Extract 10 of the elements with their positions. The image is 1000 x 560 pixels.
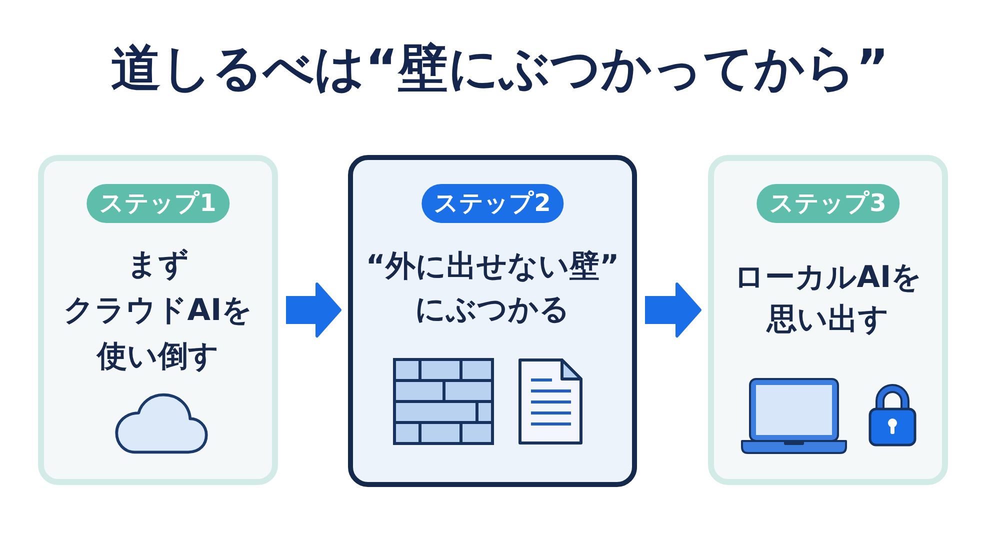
- step-card: [708, 155, 948, 485]
- title: 道しるべは“壁にぶつかってから”: [111, 38, 889, 99]
- step-card: [348, 155, 637, 487]
- step-badge: ステップ3: [756, 184, 900, 223]
- step-text: “外に出せない壁”にぶつかる: [366, 248, 620, 329]
- step-text: ローカルAIを思い出す: [734, 259, 922, 339]
- step-badge: ステップ2: [421, 184, 564, 223]
- step-card: [38, 155, 278, 485]
- step-text: まずクラウドAIを使い倒す: [63, 246, 253, 376]
- step-badge: ステップ1: [86, 184, 230, 223]
